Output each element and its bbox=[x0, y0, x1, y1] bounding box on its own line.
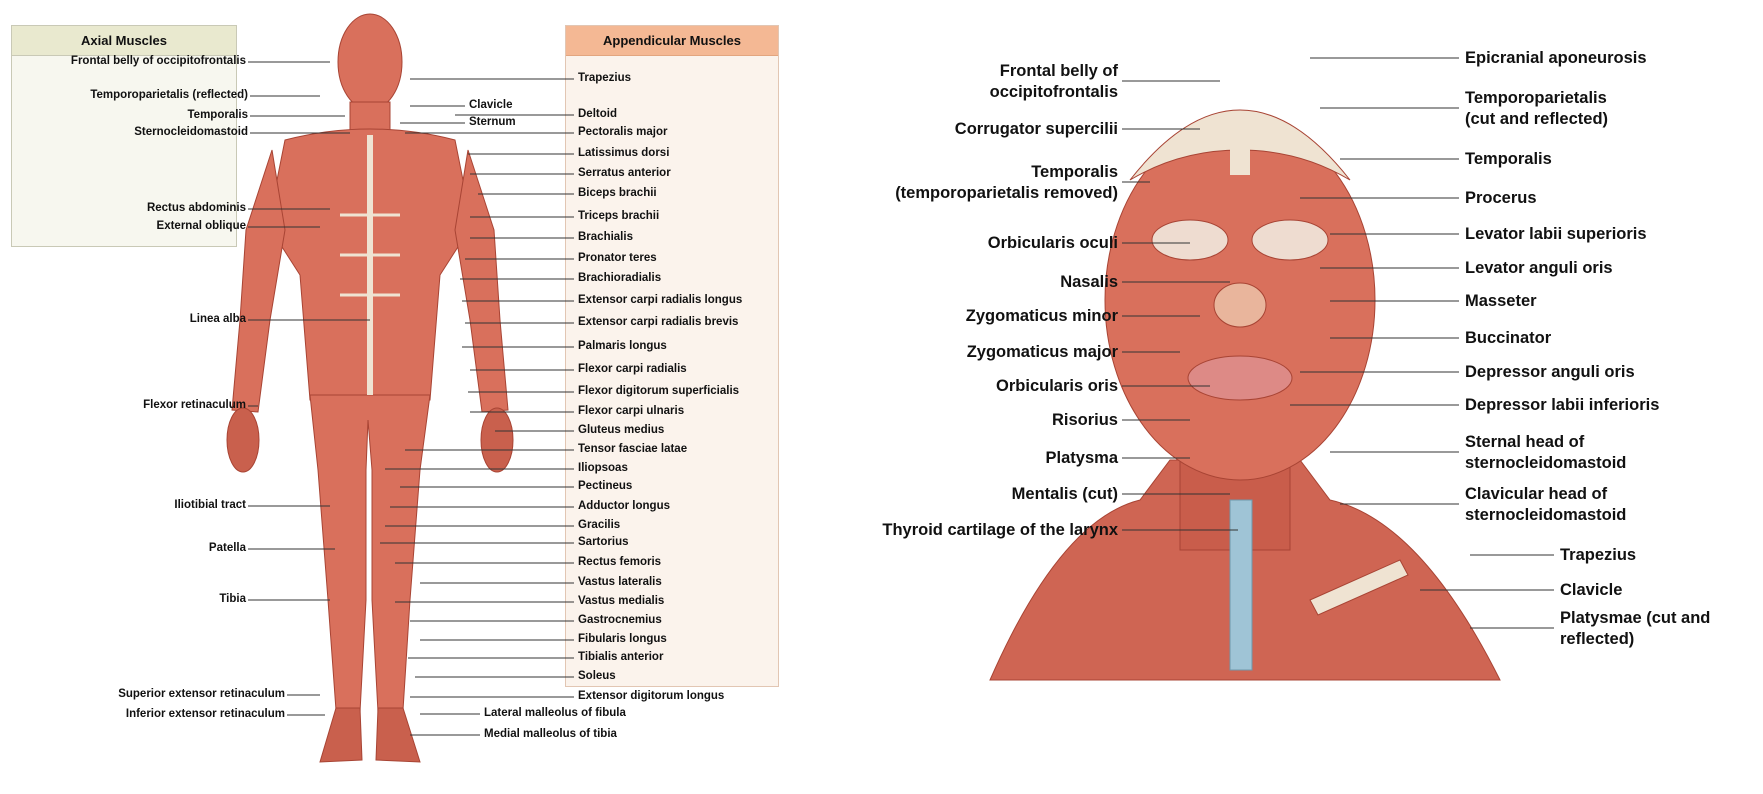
anatomy-label: Medial malleolus of tibia bbox=[484, 728, 617, 740]
anatomy-label: Superior extensor retinaculum bbox=[118, 688, 285, 700]
anatomy-label: Orbicularis oris bbox=[996, 377, 1118, 395]
anatomy-label: Sternal head of sternocleidomastoid bbox=[1465, 433, 1627, 472]
anatomy-label: Deltoid bbox=[578, 108, 617, 120]
anatomy-label: Triceps brachii bbox=[578, 210, 660, 222]
anatomy-label: Palmaris longus bbox=[578, 340, 667, 352]
anatomy-label: Orbicularis oculi bbox=[987, 234, 1118, 252]
anatomy-label: Extensor digitorum longus bbox=[578, 690, 725, 702]
anatomy-label: Depressor labii inferioris bbox=[1465, 396, 1660, 414]
anatomy-label: Brachioradialis bbox=[578, 272, 662, 284]
anatomy-label: Linea alba bbox=[189, 313, 246, 325]
anatomy-label: Clavicle bbox=[469, 99, 513, 111]
anatomy-label: Flexor carpi radialis bbox=[578, 363, 687, 375]
anatomy-label: Procerus bbox=[1465, 189, 1537, 207]
anatomy-label: Risorius bbox=[1051, 411, 1118, 429]
anatomy-label: Gastrocnemius bbox=[578, 614, 662, 626]
anatomy-label: Tensor fasciae latae bbox=[578, 443, 688, 455]
anatomy-label: Brachialis bbox=[578, 231, 633, 243]
anatomy-label: Gracilis bbox=[578, 519, 621, 531]
anatomy-label: Pectoralis major bbox=[578, 126, 668, 138]
anatomy-label: Sternocleidomastoid bbox=[134, 126, 248, 138]
leader-lines bbox=[248, 57, 1554, 736]
anatomy-label: Flexor digitorum superficialis bbox=[578, 385, 740, 397]
anatomy-label: Patella bbox=[208, 542, 246, 554]
anatomy-label: Temporoparietalis (cut and reflected) bbox=[1465, 89, 1609, 128]
anatomy-label: Vastus lateralis bbox=[578, 576, 662, 588]
anatomy-label: Temporalis (temporoparietalis removed) bbox=[895, 163, 1118, 202]
anatomy-label: Serratus anterior bbox=[578, 167, 671, 179]
anatomy-label: Inferior extensor retinaculum bbox=[125, 708, 285, 720]
anatomy-label: Rectus femoris bbox=[578, 556, 662, 568]
anatomy-label: Clavicle bbox=[1560, 581, 1623, 599]
anatomy-label: Latissimus dorsi bbox=[578, 147, 670, 159]
anatomy-label: Levator labii superioris bbox=[1465, 225, 1647, 243]
anatomy-label: Clavicular head of sternocleidomastoid bbox=[1465, 485, 1627, 524]
head-neck-figure bbox=[989, 109, 1501, 681]
anatomy-label: Platysma bbox=[1045, 449, 1118, 467]
anatomy-label: Mentalis (cut) bbox=[1011, 485, 1118, 503]
anatomy-label: Adductor longus bbox=[578, 500, 670, 512]
anatomy-label: Zygomaticus major bbox=[966, 343, 1118, 361]
anatomy-label: Nasalis bbox=[1060, 273, 1118, 291]
anatomy-label: Gluteus medius bbox=[578, 424, 665, 436]
appendicular-muscles-box: Appendicular Muscles bbox=[565, 25, 779, 687]
anatomy-label: Tibia bbox=[219, 593, 246, 605]
anatomy-label: Soleus bbox=[578, 670, 616, 682]
anatomy-label: Sternum bbox=[469, 116, 516, 128]
anatomy-label: Thyroid cartilage of the larynx bbox=[882, 521, 1118, 539]
anatomy-label: Extensor carpi radialis longus bbox=[578, 294, 743, 306]
anatomy-label: Depressor anguli oris bbox=[1465, 363, 1635, 381]
anatomy-label: Iliopsoas bbox=[578, 462, 628, 474]
anatomy-label: Temporalis bbox=[1465, 150, 1552, 168]
axial-muscles-header: Axial Muscles bbox=[12, 26, 236, 56]
anatomy-label: Flexor carpi ulnaris bbox=[578, 405, 685, 417]
anatomy-label: Masseter bbox=[1465, 292, 1537, 310]
anatomy-label: Flexor retinaculum bbox=[143, 399, 246, 411]
anatomy-label: Frontal belly of occipitofrontalis bbox=[70, 55, 246, 67]
anatomy-label: Frontal belly of occipitofrontalis bbox=[989, 62, 1118, 101]
anatomy-label: Tibialis anterior bbox=[578, 651, 664, 663]
anatomy-label: Extensor carpi radialis brevis bbox=[578, 316, 739, 328]
anatomy-label: Biceps brachii bbox=[578, 187, 657, 199]
anatomy-label: Zygomaticus minor bbox=[965, 307, 1118, 325]
anatomy-label: Pronator teres bbox=[578, 252, 657, 264]
appendicular-muscles-header: Appendicular Muscles bbox=[566, 26, 778, 56]
anatomy-label: Rectus abdominis bbox=[146, 202, 246, 214]
anatomy-label: Vastus medialis bbox=[578, 595, 665, 607]
anatomy-label: Trapezius bbox=[578, 72, 632, 84]
anatomy-label: Platysmae (cut and reflected) bbox=[1560, 609, 1711, 648]
anatomy-label: Corrugator supercilii bbox=[954, 120, 1118, 138]
anatomy-label: Buccinator bbox=[1465, 329, 1552, 347]
anatomy-label: Temporalis bbox=[187, 109, 249, 121]
anatomy-label: Iliotibial tract bbox=[174, 499, 246, 511]
anatomy-label: Trapezius bbox=[1560, 546, 1637, 564]
axial-muscles-box: Axial Muscles bbox=[11, 25, 237, 247]
anatomy-label: Fibularis longus bbox=[578, 633, 667, 645]
anatomy-label: Epicranial aponeurosis bbox=[1465, 49, 1647, 67]
anatomy-label: Temporoparietalis (reflected) bbox=[90, 89, 248, 101]
anatomy-label: Pectineus bbox=[578, 480, 633, 492]
anatomy-label: Lateral malleolus of fibula bbox=[484, 707, 626, 719]
anatomy-label: Levator anguli oris bbox=[1465, 259, 1613, 277]
body-figure bbox=[226, 13, 514, 763]
anatomy-label: Sartorius bbox=[578, 536, 629, 548]
anatomy-label: External oblique bbox=[156, 220, 246, 232]
